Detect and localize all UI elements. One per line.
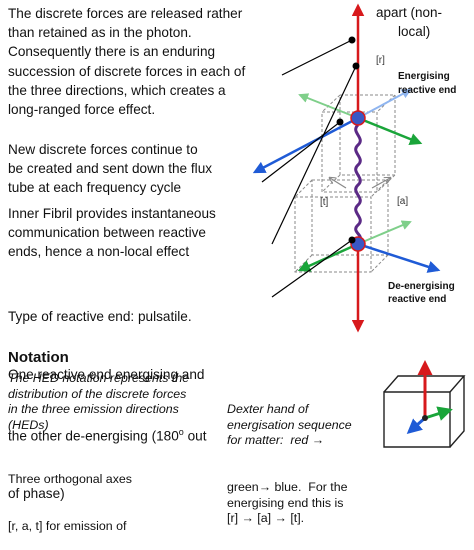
energising-label-1: Energising <box>398 71 450 82</box>
p4-line-3: the other de-energising (180o out <box>8 423 207 446</box>
deenergising-label-2: reactive end <box>388 294 446 305</box>
axes-line-2: [r, a, t] for emission of <box>8 518 127 533</box>
deenergising-label-1: De-energising <box>388 281 455 292</box>
p4-line-3-b: out <box>183 428 207 444</box>
energising-label-2: reactive end <box>398 85 456 96</box>
t-axis-label: [t] <box>320 197 329 208</box>
paragraph-released-forces: The discrete forces are released rather … <box>8 6 246 118</box>
inner-fibril-coil <box>354 123 362 242</box>
paragraph-reactive-end-type: Type of reactive end: pulsatile. One rea… <box>8 269 207 522</box>
notation-heading: Notation <box>8 349 69 366</box>
grey-arrow-a <box>371 178 390 189</box>
green-arrow-top <box>357 116 423 146</box>
pointer-dot-2 <box>336 118 344 126</box>
paragraph-inner-fibril: Inner Fibril provides instantaneous comm… <box>8 206 216 260</box>
cube-center-dot <box>422 415 428 421</box>
hed-diagram: apart (non- local) [r] [t] [a] Energisin… <box>252 3 466 448</box>
lower-dashed-box <box>294 179 389 273</box>
pointer-dot-3 <box>352 62 360 70</box>
pointer-dot-1 <box>348 36 356 44</box>
cube-green-arrow <box>424 406 453 421</box>
p4-line-1: Type of reactive end: pulsatile. <box>8 309 192 325</box>
green-arrow-bottom-back <box>357 220 412 245</box>
blue-arrow-bottom <box>357 242 441 273</box>
apart-nonlocal-label-2: local) <box>398 24 430 39</box>
degree-superscript: o <box>178 426 184 437</box>
dexter-plain-text: green→ blue. For the energising end this… <box>227 480 348 526</box>
axes-line-1: Three orthogonal axes <box>8 472 132 487</box>
blue-arrow-top <box>252 116 359 174</box>
blue-arrow-top-back <box>357 89 412 119</box>
cube-blue-arrow <box>406 416 426 434</box>
pointer-dot-4 <box>348 236 356 244</box>
green-arrow-top-back <box>298 93 359 119</box>
pointer-lines <box>261 39 357 298</box>
dexter-italic-text: Dexter hand of energisation sequence for… <box>227 402 352 448</box>
p4-line-3-a: the other de-energising (180 <box>8 428 179 444</box>
notation-cube <box>383 375 466 448</box>
r-axis-label: [r] <box>376 55 385 66</box>
energising-reactive-end-sphere <box>350 110 366 126</box>
p4-line-2: One reactive end energising and <box>8 367 205 383</box>
notation-description: The HED notation represents the distribu… <box>8 371 190 432</box>
a-axis-label: [a] <box>397 196 408 207</box>
grey-arrow-t <box>330 178 347 189</box>
apart-nonlocal-label-1: apart (non- <box>376 5 442 20</box>
paragraph-new-forces: New discrete forces continue to be creat… <box>8 142 213 196</box>
